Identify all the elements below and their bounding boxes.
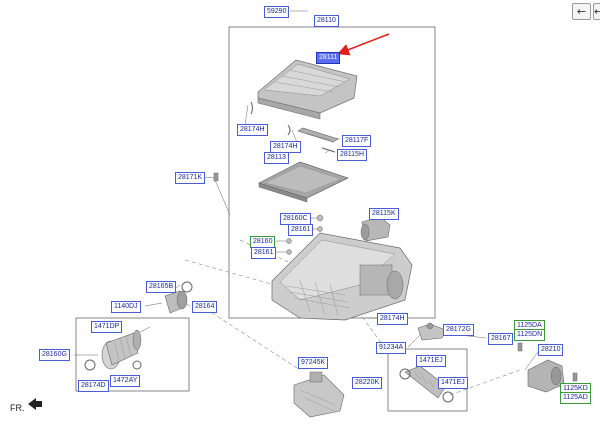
part-label-1125AD[interactable]: 1125AD	[560, 392, 591, 404]
clip-drawing	[321, 147, 336, 153]
air-cleaner-cover-drawing	[257, 59, 358, 120]
part-label-28113[interactable]: 28113	[264, 152, 289, 164]
lower-housing-drawing	[271, 232, 413, 321]
part-label-28111[interactable]: 28111	[316, 52, 341, 64]
bolt-drawing	[517, 342, 523, 352]
front-direction-label: FR.	[10, 403, 25, 413]
part-label-28174H-a[interactable]: 28174H	[237, 124, 268, 136]
air-duct-drawing	[399, 365, 454, 403]
part-label-28172G[interactable]: 28172G	[443, 324, 474, 336]
pointer-arrow	[337, 33, 390, 56]
part-label-28161-b[interactable]: 28161	[251, 247, 277, 259]
part-label-28174D[interactable]: 28174D	[78, 380, 109, 392]
arrow-left-icon: ←	[576, 5, 587, 18]
part-label-91234A[interactable]: 91234A	[376, 342, 407, 354]
part-label-28220K[interactable]: 28220K	[352, 377, 383, 389]
part-label-1471EJ-b[interactable]: 1471EJ	[438, 377, 468, 389]
part-label-1140DJ[interactable]: 1140DJ	[111, 301, 141, 313]
intake-elbow-drawing	[360, 216, 391, 242]
grommet-drawing	[286, 238, 292, 244]
clip-drawing	[250, 101, 254, 115]
part-label-28210[interactable]: 28210	[538, 344, 564, 356]
part-label-28174H-c[interactable]: 28174H	[377, 313, 408, 325]
part-label-97245K[interactable]: 97245K	[298, 357, 329, 369]
part-label-1125DN[interactable]: 1125DN	[514, 329, 546, 341]
resonator-box-drawing	[527, 359, 565, 393]
part-label-1472AY[interactable]: 1472AY	[110, 375, 141, 387]
part-label-28115H[interactable]: 28115H	[337, 149, 368, 161]
part-label-1471EJ-a[interactable]: 1471EJ	[416, 355, 446, 367]
part-label-1471DP[interactable]: 1471DP	[91, 321, 123, 333]
intake-hose-drawing	[84, 329, 142, 371]
front-direction-arrow-icon	[28, 398, 42, 410]
bolt-drawing	[572, 372, 578, 382]
bracket-drawing	[417, 322, 447, 341]
filter-element-drawing	[258, 161, 349, 203]
part-label-28117F[interactable]: 28117F	[342, 135, 372, 147]
part-label-28115K[interactable]: 28115K	[369, 208, 399, 220]
sensor-drawing	[213, 172, 219, 182]
part-label-28160G[interactable]: 28160G	[39, 349, 70, 361]
grommet-drawing	[316, 214, 324, 222]
hose-group-frame	[75, 317, 190, 392]
part-label-28164[interactable]: 28164	[192, 301, 218, 313]
seal-bar-drawing	[297, 127, 339, 143]
part-label-28167[interactable]: 28167	[488, 333, 514, 345]
part-label-28174H-b[interactable]: 28174H	[270, 141, 301, 153]
part-label-28110[interactable]: 28110	[314, 15, 339, 27]
grommet-drawing	[286, 249, 292, 255]
part-label-28161-a[interactable]: 28161	[288, 224, 314, 236]
lower-duct-drawing	[293, 371, 345, 418]
ellipsis-icon: ←	[594, 5, 600, 18]
clip-drawing	[287, 124, 291, 136]
part-label-28171K[interactable]: 28171K	[175, 172, 206, 184]
back-button[interactable]: ←	[572, 3, 591, 20]
grommet-drawing	[317, 226, 323, 232]
part-label-59290[interactable]: 59290	[264, 6, 290, 18]
next-button[interactable]: ←	[593, 3, 600, 20]
part-label-28165B[interactable]: 28165B	[146, 281, 177, 293]
resonator-drawing	[164, 281, 193, 314]
